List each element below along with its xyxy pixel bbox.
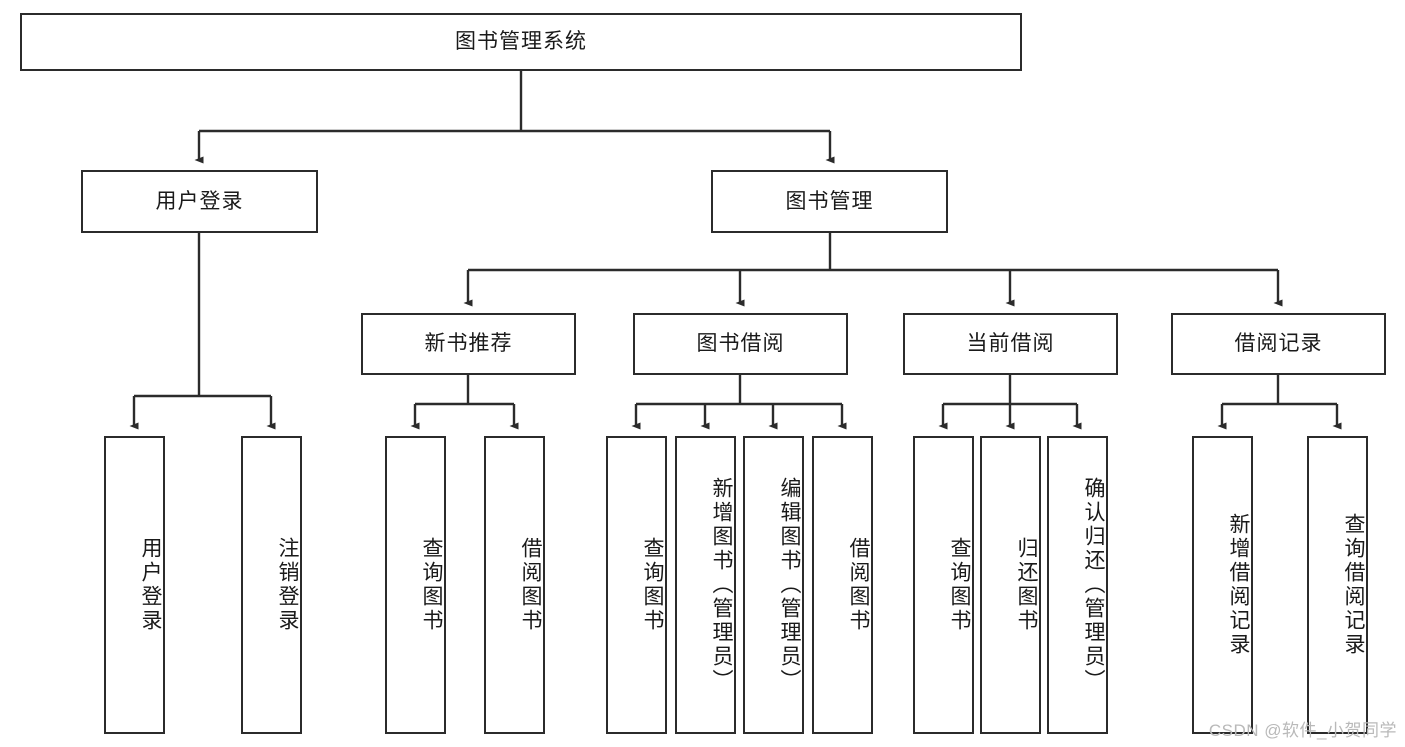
node-leaf-user-login-label: 用户登录	[139, 537, 162, 633]
node-current-borrow[interactable]: 当前借阅	[903, 313, 1118, 375]
node-leaf-borrow-book-2[interactable]: 借阅图书	[812, 436, 873, 734]
node-user-login-label: 用户登录	[155, 189, 244, 213]
node-new-book-rec-label: 新书推荐	[424, 332, 513, 356]
node-root-label: 图书管理系统	[455, 30, 587, 54]
node-leaf-borrow-book-1[interactable]: 借阅图书	[484, 436, 545, 734]
node-leaf-return-book[interactable]: 归还图书	[980, 436, 1041, 734]
node-leaf-logout[interactable]: 注销登录	[241, 436, 302, 734]
node-borrow-record[interactable]: 借阅记录	[1171, 313, 1386, 375]
node-user-login[interactable]: 用户登录	[81, 170, 318, 233]
node-leaf-borrow-book-2-label: 借阅图书	[847, 537, 870, 633]
node-leaf-borrow-book-1-label: 借阅图书	[519, 537, 542, 633]
node-leaf-confirm-return[interactable]: 确认归还（管理员）	[1047, 436, 1108, 734]
node-leaf-add-record-label: 新增借阅记录	[1227, 513, 1250, 657]
node-borrow-record-label: 借阅记录	[1234, 332, 1323, 356]
node-leaf-return-book-label: 归还图书	[1015, 537, 1038, 633]
node-leaf-query-book-3-label: 查询图书	[948, 537, 971, 633]
node-book-manage-label: 图书管理	[785, 189, 874, 213]
node-leaf-query-book-1-label: 查询图书	[420, 537, 443, 633]
node-leaf-user-login[interactable]: 用户登录	[104, 436, 165, 734]
node-leaf-add-record[interactable]: 新增借阅记录	[1192, 436, 1253, 734]
node-leaf-add-book[interactable]: 新增图书（管理员）	[675, 436, 736, 734]
node-book-borrow[interactable]: 图书借阅	[633, 313, 848, 375]
node-root[interactable]: 图书管理系统	[20, 13, 1022, 71]
node-book-manage[interactable]: 图书管理	[711, 170, 948, 233]
node-leaf-query-book-3[interactable]: 查询图书	[913, 436, 974, 734]
node-leaf-query-record-label: 查询借阅记录	[1342, 513, 1365, 657]
node-leaf-query-book-2-label: 查询图书	[641, 537, 664, 633]
node-book-borrow-label: 图书借阅	[696, 332, 785, 356]
node-leaf-query-book-2[interactable]: 查询图书	[606, 436, 667, 734]
node-leaf-add-book-label: 新增图书（管理员）	[710, 477, 733, 693]
node-leaf-confirm-return-label: 确认归还（管理员）	[1082, 477, 1105, 693]
node-leaf-query-book-1[interactable]: 查询图书	[385, 436, 446, 734]
watermark: CSDN @软件_小贺同学	[1208, 721, 1397, 740]
node-leaf-edit-book-label: 编辑图书（管理员）	[778, 477, 801, 693]
node-leaf-logout-label: 注销登录	[276, 537, 299, 633]
node-leaf-query-record[interactable]: 查询借阅记录	[1307, 436, 1368, 734]
node-new-book-rec[interactable]: 新书推荐	[361, 313, 576, 375]
node-leaf-edit-book[interactable]: 编辑图书（管理员）	[743, 436, 804, 734]
node-current-borrow-label: 当前借阅	[966, 332, 1055, 356]
